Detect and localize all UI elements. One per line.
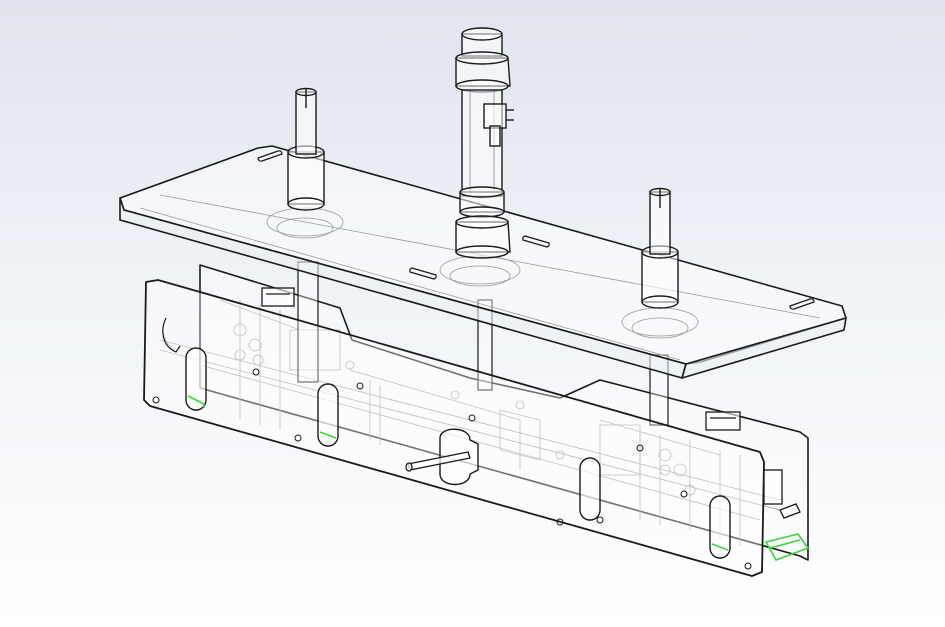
selection-highlight-edges (187, 395, 810, 561)
left-post[interactable] (287, 87, 325, 211)
left-end-hook (162, 317, 181, 353)
window-slots (185, 347, 731, 559)
side-brackets[interactable] (261, 287, 801, 519)
right-post[interactable] (641, 187, 679, 309)
mounting-slots (257, 150, 815, 310)
horizontal-shaft[interactable] (405, 451, 471, 472)
front-housing-plate[interactable] (143, 279, 765, 577)
fastener-holes (152, 368, 752, 570)
central-vertical-tube[interactable] (455, 27, 514, 259)
